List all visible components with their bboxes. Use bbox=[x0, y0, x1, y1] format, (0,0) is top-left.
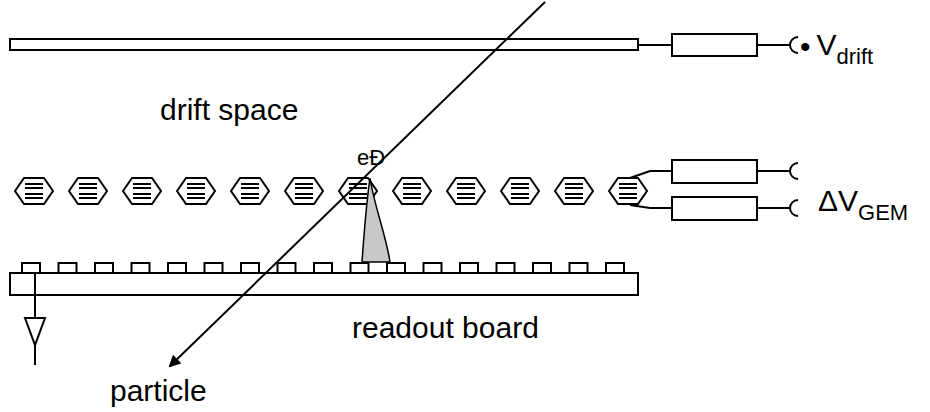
voltage-subscript: GEM bbox=[858, 202, 908, 224]
gem-electrode bbox=[79, 183, 97, 185]
gem-electrode bbox=[25, 183, 43, 185]
gem-hole bbox=[69, 178, 107, 204]
gem-electrode bbox=[511, 193, 529, 195]
readout-strip bbox=[132, 263, 150, 273]
gem-electrode bbox=[565, 187, 583, 189]
gem-electrode bbox=[565, 193, 583, 195]
readout-strip bbox=[351, 263, 369, 273]
gem-hole bbox=[231, 178, 269, 204]
gem-electrode bbox=[565, 183, 583, 185]
avalanche bbox=[362, 178, 390, 262]
terminal bbox=[790, 163, 798, 179]
readout-strip bbox=[497, 263, 515, 273]
readout-strip bbox=[533, 263, 551, 273]
gem-electrode bbox=[79, 197, 97, 199]
gem-electrode bbox=[511, 187, 529, 189]
gem-electrode bbox=[295, 193, 313, 195]
readout-strip bbox=[460, 263, 478, 273]
readout-strip bbox=[387, 263, 405, 273]
gem-hole bbox=[447, 178, 485, 204]
readout-strip bbox=[570, 263, 588, 273]
voltage-symbol: Δ bbox=[818, 186, 838, 216]
gem-electrode bbox=[511, 183, 529, 185]
resistor-symbol bbox=[672, 160, 757, 183]
gem-electrode bbox=[133, 187, 151, 189]
gem-electrode bbox=[295, 183, 313, 185]
gem-electrode bbox=[133, 183, 151, 185]
gem-electrode bbox=[187, 197, 205, 199]
readout-strip bbox=[241, 263, 259, 273]
particle-label: particle bbox=[110, 376, 207, 406]
readout-strip bbox=[424, 263, 442, 273]
gem-electrode bbox=[619, 187, 637, 189]
terminal bbox=[790, 200, 798, 216]
readout-strip bbox=[22, 263, 40, 273]
particle-label: eÐ bbox=[357, 147, 385, 169]
gem-electrode bbox=[457, 187, 475, 189]
resistor-symbol bbox=[672, 197, 757, 220]
readout-strip bbox=[278, 263, 296, 273]
gem-electrode bbox=[349, 193, 367, 195]
gem-electrode bbox=[187, 187, 205, 189]
gem-hole bbox=[555, 178, 593, 204]
gem-foil bbox=[15, 178, 647, 204]
gem-electrode bbox=[349, 197, 367, 199]
gem-electrode bbox=[457, 197, 475, 199]
gem-electrode bbox=[25, 197, 43, 199]
gem-hole bbox=[501, 178, 539, 204]
gem-hole bbox=[177, 178, 215, 204]
gem-electrode bbox=[403, 187, 421, 189]
gem-electrode bbox=[619, 183, 637, 185]
gem-electrode bbox=[457, 193, 475, 195]
gem-electrode bbox=[511, 197, 529, 199]
part-label: readout board bbox=[352, 313, 539, 343]
voltage-symbol: V bbox=[838, 186, 858, 216]
gem-electrode bbox=[187, 193, 205, 195]
gem-hole bbox=[609, 178, 647, 204]
region-label: drift space bbox=[160, 95, 298, 125]
gem-electrode bbox=[619, 193, 637, 195]
gem-electrode bbox=[133, 197, 151, 199]
particle-track bbox=[170, 2, 545, 366]
gem-hole bbox=[15, 178, 53, 204]
gem-electrode bbox=[403, 197, 421, 199]
gem-electrode bbox=[403, 193, 421, 195]
readout-board bbox=[10, 273, 638, 295]
gem-electrode bbox=[241, 183, 259, 185]
resistor-symbol bbox=[672, 34, 757, 56]
voltage-symbol: V bbox=[817, 30, 837, 60]
gem-electrode bbox=[79, 193, 97, 195]
readout-strips bbox=[22, 263, 624, 273]
readout-strip bbox=[95, 263, 113, 273]
gem-electrode bbox=[457, 183, 475, 185]
readout-strip bbox=[205, 263, 223, 273]
readout-strip bbox=[168, 263, 186, 273]
terminal bbox=[790, 37, 798, 53]
gem-electrode bbox=[187, 183, 205, 185]
voltage-subscript: drift bbox=[837, 46, 874, 68]
readout-strip bbox=[59, 263, 77, 273]
drift-electrode bbox=[10, 39, 638, 50]
gem-electrode bbox=[403, 183, 421, 185]
gem-electrode bbox=[619, 197, 637, 199]
gem-hole bbox=[393, 178, 431, 204]
gem-electrode bbox=[133, 193, 151, 195]
gem-electrode bbox=[241, 187, 259, 189]
gem-electrode bbox=[241, 193, 259, 195]
amplifier-symbol bbox=[25, 318, 45, 345]
gem-electrode bbox=[79, 187, 97, 189]
readout-strip bbox=[314, 263, 332, 273]
readout-strip bbox=[606, 263, 624, 273]
gem-electrode bbox=[295, 187, 313, 189]
gem-electrode bbox=[25, 193, 43, 195]
gem-electrode bbox=[295, 197, 313, 199]
gem-hole bbox=[285, 178, 323, 204]
gem-electrode bbox=[565, 197, 583, 199]
gem-hole bbox=[123, 178, 161, 204]
gem-electrode bbox=[25, 187, 43, 189]
gem-electrode bbox=[241, 197, 259, 199]
bullet-mark: • bbox=[800, 32, 811, 62]
